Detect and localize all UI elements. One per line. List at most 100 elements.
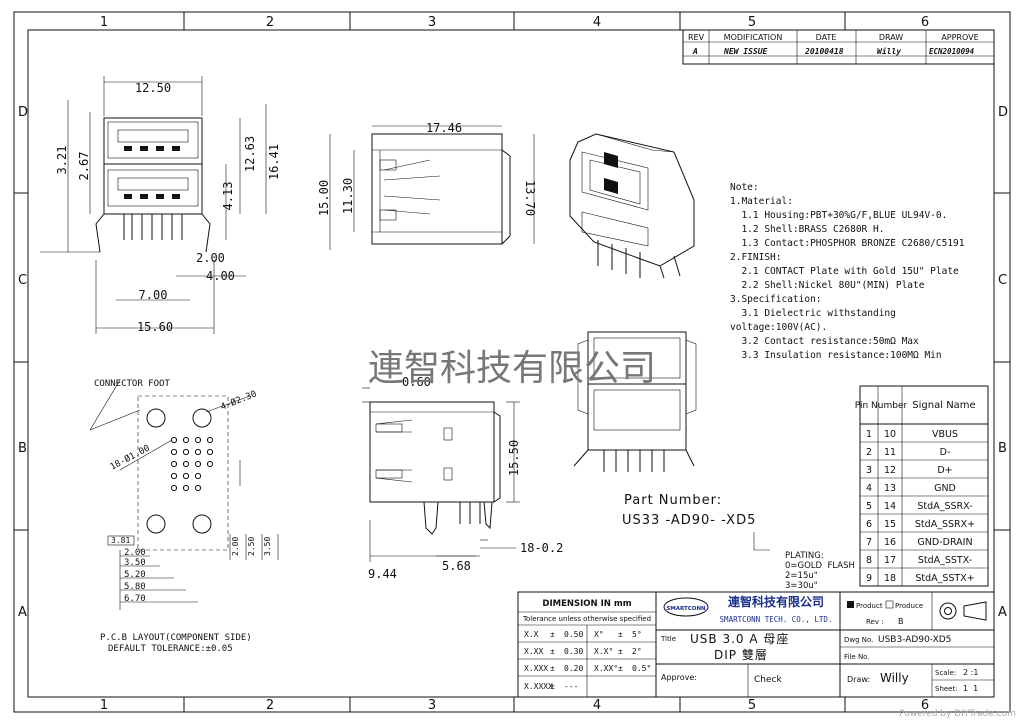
col-6-bottom: 6 xyxy=(921,698,929,713)
tol-value: 0.50 xyxy=(564,630,583,639)
produce-label: Produce xyxy=(895,602,923,610)
note-line-6: 2.1 CONTACT Plate with Gold 15U" Plate xyxy=(730,266,959,277)
tol-angle-value: 2° xyxy=(632,647,642,656)
pin-row-b: 13 xyxy=(884,483,896,494)
pcb-dim-right-2-50: 2.50 xyxy=(247,537,256,556)
projection-symbol-icon xyxy=(939,601,987,621)
column-markers: 1 2 3 4 5 6 1 2 3 4 5 6 xyxy=(100,15,929,713)
tol-angle-format: X° xyxy=(594,630,604,639)
note-line-5: 2.FINISH: xyxy=(730,252,781,263)
note-line-9: 3.1 Dielectric withstanding xyxy=(730,308,896,319)
front-view: 12.50 3.21 2.67 12.63 16.41 4.13 2.00 4.… xyxy=(40,76,281,334)
col-4: 4 xyxy=(593,15,601,30)
title-value-line2: DIP 雙層 xyxy=(714,648,768,662)
rev-date: 20100418 xyxy=(804,47,844,56)
note-line-8: 3.Specification: xyxy=(730,294,822,305)
pcb-pin-hole-label: 18-Ø1.00 xyxy=(108,443,151,473)
front-dim-width: 12.50 xyxy=(135,81,171,95)
rev-header-draw: DRAW xyxy=(879,33,903,42)
pin-row-b: 10 xyxy=(884,429,896,440)
col-1-bottom: 1 xyxy=(100,698,108,713)
company-name-cn: 連智科技有限公司 xyxy=(728,594,824,609)
row-d: D xyxy=(18,105,28,120)
tol-angle-sign: ± xyxy=(618,630,623,639)
title-block: DIMENSION IN mm Tolerance unless otherwi… xyxy=(517,591,995,698)
produce-checkbox xyxy=(885,600,894,609)
front-dim-2-00: 2.00 xyxy=(196,251,225,265)
side2-dim-0-60: 0.60 xyxy=(402,375,431,389)
plating-line-1: 2=15u" xyxy=(785,571,818,581)
note-line-12: 3.3 Insulation resistance:100MΩ Min xyxy=(730,350,942,361)
col-3: 3 xyxy=(428,15,436,30)
rev-modification: NEW ISSUE xyxy=(723,47,768,56)
file-label: File No. xyxy=(844,653,870,661)
pcb-caption-tolerance: DEFAULT TOLERANCE:±0.05 xyxy=(108,644,233,654)
company-logo: SMARTCONN xyxy=(663,597,709,617)
side2-dim-5-68: 5.68 xyxy=(442,559,471,573)
pin-row-signal: StdA_SSTX- xyxy=(918,555,972,566)
row-a-right: A xyxy=(998,605,1007,620)
side-dim-17-46: 17.46 xyxy=(426,121,462,135)
title-value-line1: USB 3.0 A 母座 xyxy=(690,631,789,646)
row-d-right: D xyxy=(998,105,1008,120)
pin-row-a: 4 xyxy=(866,483,872,494)
pin-row-signal: D+ xyxy=(937,465,952,476)
tol-value: --- xyxy=(564,682,578,691)
rev-header-approve: APPROVE xyxy=(941,33,978,42)
pcb-dim-6-70: 6.70 xyxy=(124,594,146,604)
pin-row-b: 14 xyxy=(884,501,896,512)
pcb-caption-layout: P.C.B LAYOUT(COMPONENT SIDE) xyxy=(100,633,252,643)
tol-sign: ± xyxy=(550,630,555,639)
pin-row-a: 1 xyxy=(866,429,872,440)
draw-label: Draw: xyxy=(847,675,870,684)
part-number-block: Part Number: US33 -AD90- -XD5 PLATING: 0… xyxy=(622,493,855,591)
front-dim-2-67: 2.67 xyxy=(77,152,91,181)
side2-dim-18-0-2: 18-0.2 xyxy=(520,541,563,555)
tol-angle-sign: ± xyxy=(618,664,623,673)
front-dim-3-21: 3.21 xyxy=(55,146,69,175)
tol-angle-format: X.X° xyxy=(594,647,613,656)
dimension-header: DIMENSION IN mm xyxy=(542,599,631,609)
tol-format: X.XX xyxy=(524,647,543,656)
tolerance-note: Tolerance unless otherwise specified xyxy=(522,615,651,623)
plating-title: PLATING: xyxy=(785,551,824,561)
revision-block: REV MODIFICATION DATE DRAW APPROVE A NEW… xyxy=(682,29,995,65)
side2-dim-9-44: 9.44 xyxy=(368,567,397,581)
front-dim-15-60: 15.60 xyxy=(137,320,173,334)
pin-row-signal: StdA_SSRX+ xyxy=(915,519,975,530)
pin-row-a: 6 xyxy=(866,519,872,530)
row-c-right: C xyxy=(998,273,1007,288)
pcb-pin-holes xyxy=(170,436,214,492)
tolerance-table: X.X ± 0.50 X° ± 5° X.XX ± 0.30 X.X° ± 2°… xyxy=(524,630,651,691)
side-dim-11-30: 11.30 xyxy=(341,178,355,214)
row-c: C xyxy=(18,273,27,288)
note-line-3: 1.2 Shell:BRASS C2680R H. xyxy=(730,224,884,235)
pin-row-a: 2 xyxy=(866,447,872,458)
front-dim-12-63: 12.63 xyxy=(243,136,257,172)
note-line-7: 2.2 Shell:Nickel 80U"(MIN) Plate xyxy=(730,280,925,291)
dwg-number: USB3-AD90-XD5 xyxy=(878,635,951,645)
pcb-dim-3-81: 3.81 xyxy=(111,536,130,545)
tol-format: X.XXX xyxy=(524,664,548,673)
pin-table-rows: 1 10 VBUS 2 11 D- 3 12 D+ 4 13 GND 5 14 … xyxy=(866,429,975,584)
logo-text: SMARTCONN xyxy=(666,606,706,612)
tol-value: 0.20 xyxy=(564,664,583,673)
company-watermark: 連智科技有限公司 xyxy=(368,348,656,389)
rev-header-date: DATE xyxy=(816,33,837,42)
tol-angle-value: 0.5° xyxy=(632,664,651,673)
pin-row-a: 5 xyxy=(866,501,872,512)
pcb-hole-label: 4-Ø2.30 xyxy=(219,388,258,412)
pin-row-signal: D- xyxy=(940,447,951,458)
back-view xyxy=(573,331,697,472)
note-line-2: 1.1 Housing:PBT+30%G/F,BLUE UL94V-0. xyxy=(730,210,947,221)
note-line-4: 1.3 Contact:PHOSPHOR BRONZE C2680/C5191 xyxy=(730,238,965,249)
pcb-dim-right-2-00: 2.00 xyxy=(231,537,240,556)
side-dim-13-70: 13.70 xyxy=(523,180,537,216)
pin-table-header-pin: Pin Number xyxy=(855,401,908,411)
product-checkbox-checked xyxy=(847,601,854,608)
pcb-dim-2-00: 2.00 xyxy=(124,548,146,558)
pin-row-signal: StdA_SSTX+ xyxy=(915,573,974,584)
tol-angle-format: X.XX° xyxy=(594,664,618,673)
plating-line-2: 3=30u" xyxy=(785,581,818,591)
